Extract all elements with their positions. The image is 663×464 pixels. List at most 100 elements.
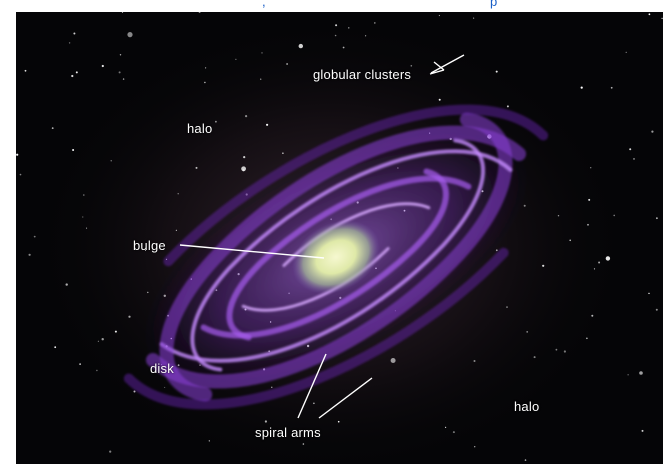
star [342,46,345,49]
star [195,166,198,169]
star [474,446,476,448]
star [298,43,303,49]
star [109,450,112,453]
star [122,78,125,80]
star [54,346,57,349]
star [533,356,536,359]
star [68,42,71,44]
star [82,216,84,218]
star [334,34,337,37]
star [605,256,611,261]
star [101,338,104,341]
star [145,250,146,251]
star [563,350,567,353]
top-text-fragment: , [262,0,266,9]
star [128,315,131,318]
label-halo-bottom: halo [514,399,540,414]
star [506,105,509,108]
label-disk: disk [150,361,174,376]
star [177,193,179,195]
star [97,340,99,342]
star [86,227,88,229]
star [586,337,588,340]
label-spiral-arms: spiral arms [255,425,321,440]
star [613,214,615,217]
star [16,153,19,156]
bulge-pointer [179,244,325,259]
star [438,14,440,17]
star [266,123,269,126]
star [598,261,601,264]
star [661,17,663,20]
bulge-core [292,220,380,294]
star [243,156,246,159]
star [438,98,441,101]
star [127,32,133,38]
star [591,314,594,317]
star [79,363,81,365]
star [593,268,596,270]
star [71,74,74,78]
galactic-disk [123,104,549,410]
star [133,390,136,393]
star [648,13,651,16]
star [555,348,558,351]
star [241,166,247,172]
star [410,65,413,67]
galaxy-diagram: globular clusters halo bulge disk halo s… [16,12,663,464]
star [633,158,635,160]
star [83,194,85,196]
label-globular-clusters: globular clusters [313,67,412,82]
star [51,127,54,129]
star [651,130,654,133]
star [19,173,22,176]
spiral-arms-pointer-left [297,353,327,419]
galaxy-image [16,12,663,464]
top-text-fragment: p [490,0,498,9]
star [28,253,31,256]
star [282,152,284,154]
star [261,52,263,54]
star [101,64,104,68]
star [24,69,27,72]
star [337,420,340,423]
star [164,386,166,388]
star [374,22,376,24]
star [656,217,658,220]
star [215,120,217,123]
star [147,291,149,294]
star [110,160,112,162]
star [264,420,267,423]
star [33,235,36,238]
star [365,35,367,37]
star [526,331,529,333]
star [335,24,338,27]
star [204,81,206,84]
star [65,283,68,286]
star [587,223,589,226]
star [639,371,643,375]
top-text-strip: , p [0,0,663,12]
star [655,308,658,311]
globular-clusters-pointer [429,54,465,75]
star [313,402,315,405]
label-bulge: bulge [133,238,166,253]
star [271,386,273,388]
star [119,54,122,56]
star [348,27,350,29]
star [302,443,305,445]
star [524,459,527,461]
star [648,292,650,295]
star [473,17,475,19]
star [542,264,545,267]
star [452,431,455,434]
label-halo-top: halo [187,121,213,136]
star [114,330,117,333]
star [390,358,396,363]
star [235,58,237,61]
star [506,306,508,308]
star [610,86,613,89]
star [121,12,124,13]
star [175,229,177,231]
star [205,67,207,69]
